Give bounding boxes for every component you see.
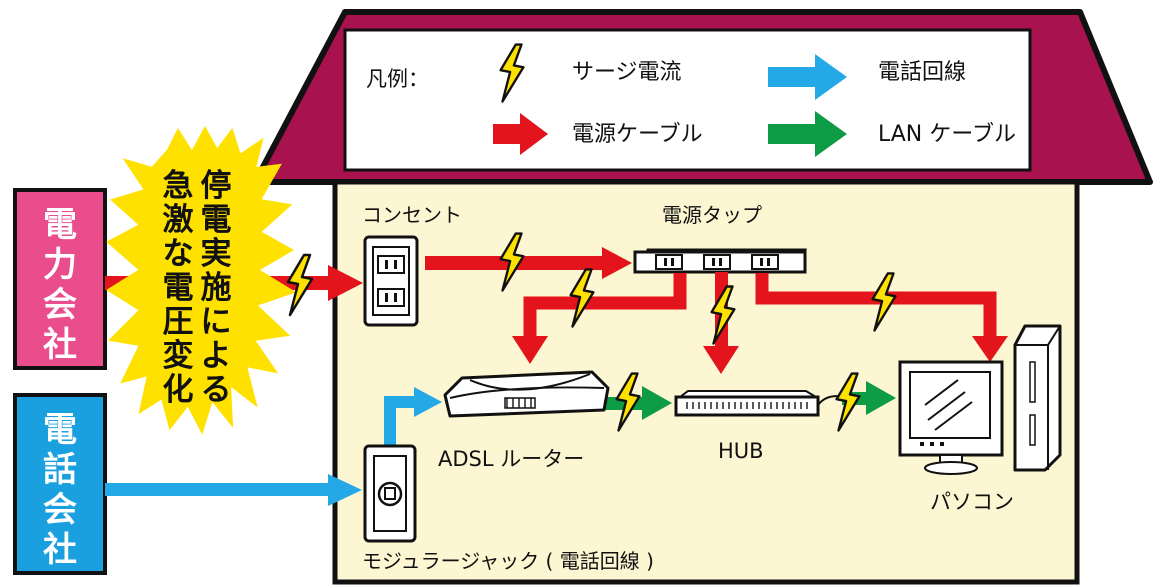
burst-col2-char: 実 <box>201 236 232 272</box>
burst-col2-char: 電 <box>201 202 232 238</box>
phone-company-char: 話 <box>43 450 77 490</box>
burst-col1-char: 電 <box>163 270 194 306</box>
phone-line <box>105 387 442 506</box>
power-company-char: 力 <box>43 245 77 285</box>
power-company-char: 社 <box>43 325 77 365</box>
phone-arrowhead-router <box>414 387 442 417</box>
legend-power-arrow-icon <box>493 113 548 155</box>
burst-col1-char: 変 <box>163 338 194 374</box>
legend: 凡例： サージ電流 電話回線 電源ケーブル LAN ケーブル <box>343 28 1032 172</box>
power-strip-label: 電源タップ <box>662 203 762 227</box>
modular-jack-label: モジュラージャック ( 電話回線 ) <box>362 549 654 573</box>
burst-col2-char: 施 <box>201 270 232 306</box>
power-company-char: 会 <box>43 285 77 325</box>
voltage-burst: 急 激 な 電 圧 変 化 停 電 実 施 に よ る <box>106 125 297 435</box>
burst-col2-char: に <box>201 304 232 340</box>
power-company-box: 電 力 会 社 <box>13 188 107 370</box>
legend-title: 凡例： <box>366 67 429 91</box>
personal-computer <box>898 324 1062 475</box>
legend-box <box>343 28 1032 172</box>
burst-shape <box>106 125 297 435</box>
wall-outlet <box>363 235 419 327</box>
legend-phone-arrow-icon <box>768 54 847 100</box>
burst-col2-char: 停 <box>201 168 232 204</box>
burst-col1-char: 化 <box>163 372 194 408</box>
phone-company-char: 社 <box>43 530 77 570</box>
legend-phone-label: 電話回線 <box>878 60 966 85</box>
adsl-router <box>443 370 610 418</box>
phone-company-char: 会 <box>43 490 77 530</box>
burst-col1-char: 急 <box>163 168 194 204</box>
hub-label: HUB <box>718 439 764 463</box>
phone-arrowhead-jack <box>328 474 362 506</box>
legend-surge-label: サージ電流 <box>572 60 682 85</box>
power-arrowhead-outlet <box>328 265 363 301</box>
burst-col1-char: 激 <box>163 202 194 238</box>
network-hub <box>674 390 820 417</box>
phone-company-char: 電 <box>43 410 77 450</box>
pc-label: パソコン <box>930 490 1014 514</box>
router-label: ADSL ルーター <box>438 447 584 471</box>
phone-company-box: 電 話 会 社 <box>13 393 107 575</box>
legend-power-label: 電源ケーブル <box>572 122 703 147</box>
power-strip <box>633 248 807 274</box>
burst-col1-char: な <box>163 236 194 272</box>
burst-col2-char: る <box>201 372 232 408</box>
legend-lan-arrow-icon <box>768 111 847 157</box>
legend-lan-label: LAN ケーブル <box>878 122 1016 147</box>
modular-jack <box>363 444 417 543</box>
power-company-char: 電 <box>43 205 77 245</box>
burst-col2-char: よ <box>201 338 232 374</box>
burst-col1-char: 圧 <box>163 304 194 340</box>
outlet-label: コンセント <box>362 203 462 227</box>
